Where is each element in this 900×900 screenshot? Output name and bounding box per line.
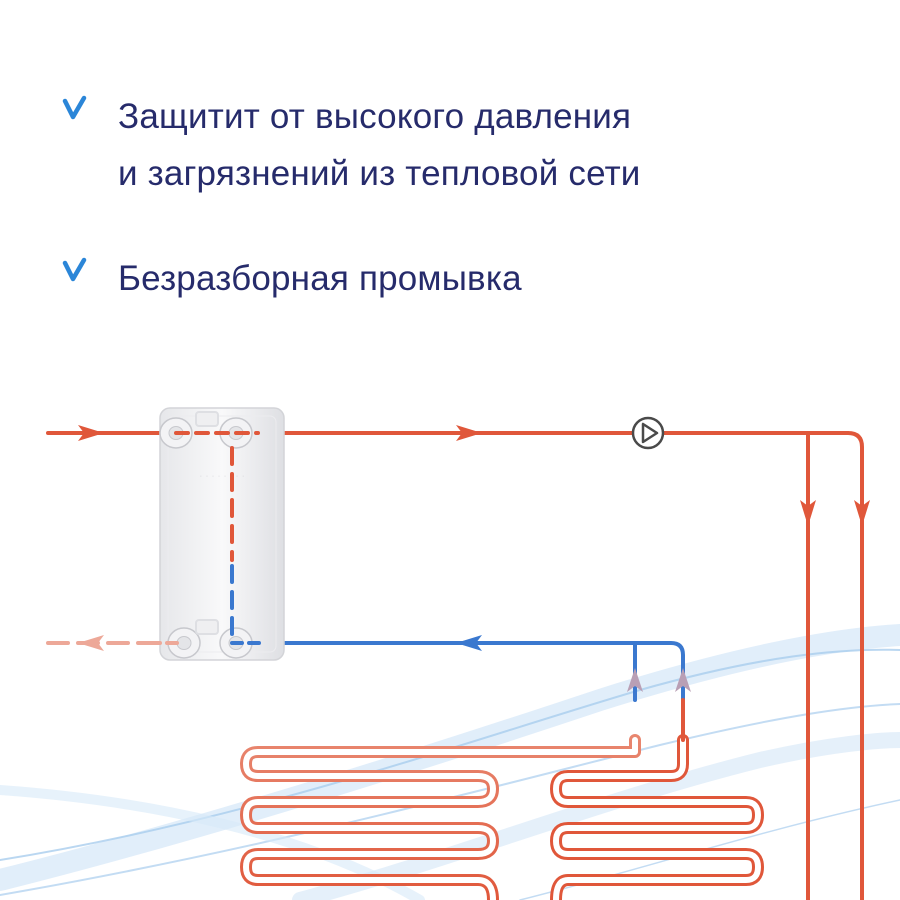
- feature-line: Защитит от высокого давления: [118, 97, 632, 136]
- svg-text:· · · · · · · ·: · · · · · · · ·: [199, 474, 244, 480]
- checkmark-icon: [62, 88, 118, 128]
- exchanger-internal-flow: [148, 431, 264, 645]
- feature-line: и загрязнений из тепловой сети: [118, 154, 641, 193]
- arrow-left-outlet: [78, 635, 104, 651]
- arrow-left-return: [456, 635, 482, 651]
- arrow-down-right-riser: [854, 500, 870, 526]
- feature-text: Безразборная промывка: [118, 250, 522, 307]
- checkmark-icon: [62, 250, 118, 290]
- feature-text: Защитит от высокого давления и загрязнен…: [118, 88, 641, 202]
- floor-heating-loop-left: [240, 734, 641, 900]
- flow-arrows: [78, 425, 870, 692]
- feature-pressure-protection: Защитит от высокого давления и загрязнен…: [62, 88, 641, 202]
- circulation-pump-icon: [631, 416, 665, 450]
- feature-flush-without-disassembly: Безразборная промывка: [62, 250, 522, 307]
- loop-risers: [633, 698, 685, 742]
- plate-heat-exchanger-icon: · · · · · · · ·: [159, 407, 285, 661]
- arrow-down-left-riser: [800, 500, 816, 526]
- background-waves: [0, 624, 900, 900]
- supply-pipes: [46, 431, 864, 900]
- feature-line: Безразборная промывка: [118, 259, 522, 298]
- arrow-up-loop-left: [627, 668, 643, 692]
- arrow-up-loop-right: [675, 668, 691, 692]
- arrow-right-supply: [456, 425, 482, 441]
- floor-heating-loop-right: [550, 734, 764, 900]
- arrow-right-inlet: [78, 425, 104, 441]
